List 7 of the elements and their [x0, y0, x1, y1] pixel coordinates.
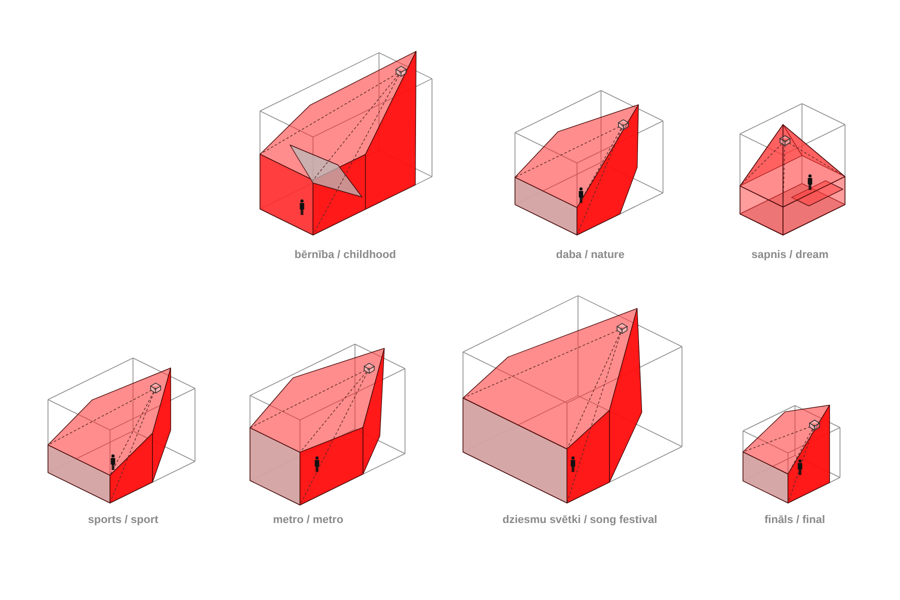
drawing-caption: sports / sport [88, 514, 158, 527]
drawing-caption: bērnība / childhood [294, 249, 396, 262]
drawing-caption: metro / metro [273, 514, 344, 527]
drawing-caption: dziesmu svētki / song festival [502, 514, 658, 527]
drawing-caption: daba / nature [556, 249, 624, 262]
drawing-caption: sapnis / dream [752, 249, 829, 262]
drawing-caption: fināls / final [764, 514, 826, 527]
